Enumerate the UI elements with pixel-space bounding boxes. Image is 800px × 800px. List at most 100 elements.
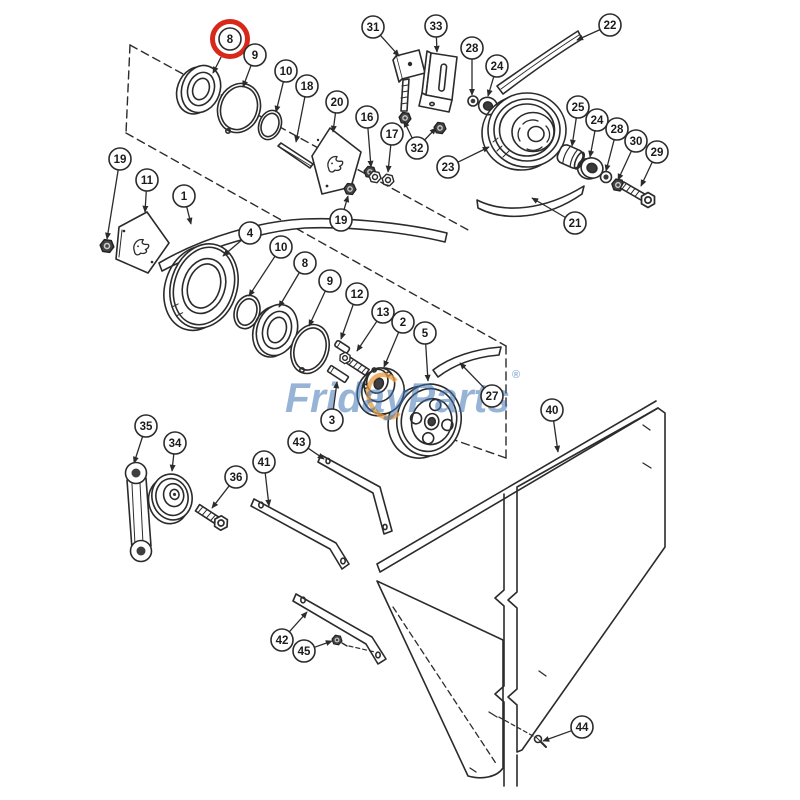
callout-number-23: 23 (442, 162, 455, 174)
callout-balloon-9 (243, 43, 267, 67)
callout-number-20: 20 (331, 97, 344, 109)
callout-23: 23 (436, 146, 490, 179)
callout-18: 18 (294, 74, 319, 143)
callout-number-33: 33 (430, 21, 443, 33)
callout-leader-18 (294, 96, 306, 143)
callout-number-28: 28 (466, 43, 479, 55)
callout-leader-30 (617, 150, 632, 181)
callout-leader-12 (340, 304, 354, 340)
part-13-bolt (336, 349, 370, 377)
callout-balloon-9 (318, 269, 342, 293)
part-11-plate (115, 211, 170, 274)
part-16-nut (362, 165, 383, 184)
part-18-pin (277, 142, 314, 169)
callout-leader-8 (278, 272, 300, 308)
part-24-bearing-right (576, 157, 604, 180)
callout-number-10: 10 (280, 66, 293, 78)
callout-balloon-34 (163, 431, 187, 455)
callout-27: 27 (459, 362, 504, 408)
part-44-screw (496, 715, 547, 748)
callout-number-16: 16 (361, 112, 374, 124)
callout-number-2: 2 (400, 317, 406, 329)
callout-balloon-19 (329, 208, 353, 232)
callout-leader-27 (459, 362, 485, 389)
callout-1: 1 (172, 184, 196, 225)
callout-12: 12 (340, 282, 369, 340)
callout-leader-13 (356, 320, 378, 352)
callout-3: 3 (320, 381, 344, 432)
callout-balloon-45 (292, 639, 316, 663)
callout-35: 35 (133, 414, 158, 464)
callout-28: 28 (460, 36, 484, 96)
callout-number-32: 32 (411, 143, 424, 155)
callout-number-34: 34 (169, 438, 182, 450)
part-41-strap (250, 498, 350, 570)
callout-number-42: 42 (276, 635, 289, 647)
callout-8: 8 (210, 19, 250, 74)
callout-leader-20 (330, 112, 337, 133)
part-33-bracket (418, 50, 458, 113)
callout-number-10: 10 (275, 242, 288, 254)
callout-number-9: 9 (252, 50, 258, 62)
callout-balloon-11 (135, 168, 159, 192)
part-17-nut (380, 172, 396, 188)
callout-number-17: 17 (386, 129, 399, 141)
part-19-nut-left (98, 238, 116, 254)
callout-leader-23 (457, 146, 490, 163)
callout-leader-21 (531, 197, 566, 219)
callout-number-1: 1 (181, 191, 188, 203)
callout-balloon-31 (361, 15, 385, 39)
callout-21: 21 (531, 197, 587, 235)
callout-leader-36 (211, 485, 230, 509)
callout-22: 22 (576, 13, 622, 41)
callout-number-5: 5 (422, 328, 429, 340)
callout-number-13: 13 (377, 307, 390, 319)
callout-balloon-32 (405, 136, 429, 160)
part-10-ring-top (257, 109, 283, 141)
part-8-seal-top (175, 64, 222, 115)
callout-leader-25 (569, 117, 577, 147)
callout-balloon-24 (585, 108, 609, 132)
callout-number-4: 4 (247, 228, 254, 240)
callout-balloon-18 (295, 74, 319, 98)
callout-leader-4 (222, 239, 243, 257)
watermark-text: FridayParts (285, 374, 510, 421)
callout-balloon-12 (345, 282, 369, 306)
callout-leader-35 (133, 436, 144, 464)
callout-balloon-36 (224, 465, 248, 489)
callout-number-29: 29 (651, 147, 664, 159)
callout-balloon-42 (270, 628, 294, 652)
callout-balloon-33 (424, 14, 448, 38)
callout-leader-28 (604, 139, 615, 172)
callout-leader-19 (105, 169, 119, 240)
part-23-pulley (481, 92, 567, 171)
part-22-belt (496, 30, 583, 95)
callout-28: 28 (604, 117, 629, 172)
callout-leader-9 (242, 65, 252, 88)
part-45-bolt (330, 633, 376, 653)
callout-balloon-1 (172, 184, 196, 208)
callout-number-30: 30 (630, 136, 643, 148)
callout-number-8: 8 (227, 34, 234, 46)
callout-leader-40 (552, 420, 561, 453)
part-9-snap-ring-mid (289, 323, 331, 375)
callout-balloon-10 (274, 59, 298, 83)
part-29-bolt (619, 181, 659, 211)
callout-leader-3 (332, 381, 340, 410)
callout-leader-24 (588, 130, 596, 158)
callout-number-22: 22 (604, 20, 617, 32)
callout-number-25: 25 (572, 102, 585, 114)
callout-36: 36 (211, 465, 248, 509)
callout-number-41: 41 (258, 457, 271, 469)
callout-balloon-2 (391, 310, 415, 334)
callout-number-27: 27 (486, 391, 499, 403)
callout-34: 34 (163, 431, 187, 472)
callout-leader-29 (640, 161, 653, 187)
part-12-pin (334, 339, 351, 354)
callout-leader-24 (486, 76, 495, 97)
part-31-block (392, 49, 426, 112)
callout-13: 13 (356, 300, 395, 352)
callout-16: 16 (355, 105, 379, 168)
part-36-bolt (194, 503, 232, 534)
